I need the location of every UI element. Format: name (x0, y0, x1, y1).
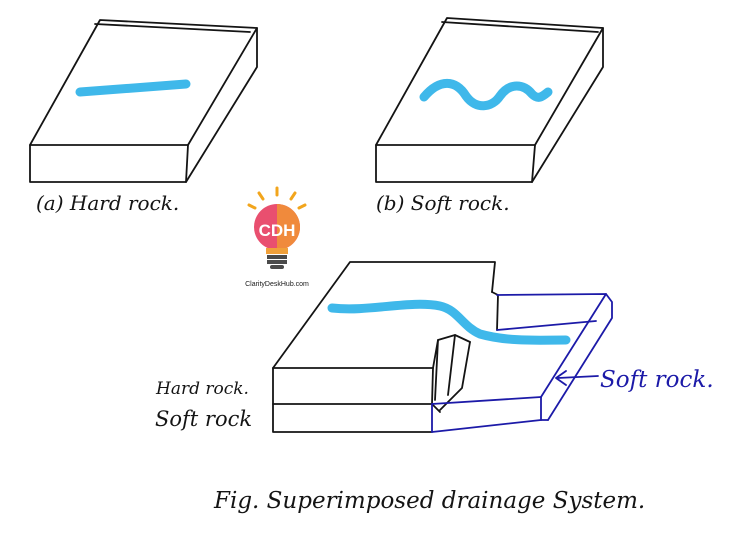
soft-rock-layer (431, 293, 613, 433)
superimposed-block (272, 261, 499, 433)
arrow-icon (555, 370, 599, 386)
label-soft-rock: Soft rock (155, 407, 252, 431)
label-soft-rock-right: Soft rock. (600, 367, 714, 393)
label-hard-rock: Hard rock. (155, 379, 249, 399)
label-soft-rock-panel: (b) Soft rock. (376, 191, 510, 215)
cdh-logo: CDH ClarityDeskHub.com (245, 186, 309, 288)
superimposed-river (327, 299, 571, 345)
label-hard-rock-panel: (a) Hard rock. (36, 191, 179, 215)
meandering-river (419, 78, 553, 111)
block-hard-rock (29, 19, 258, 183)
logo-site: ClarityDeskHub.com (245, 281, 309, 288)
block-soft-rock (375, 17, 604, 183)
straight-river (75, 79, 191, 97)
figure-caption: Fig. Superimposed drainage System. (213, 488, 645, 514)
bulb-rays-icon (247, 186, 307, 210)
logo-text: CDH (259, 221, 296, 240)
